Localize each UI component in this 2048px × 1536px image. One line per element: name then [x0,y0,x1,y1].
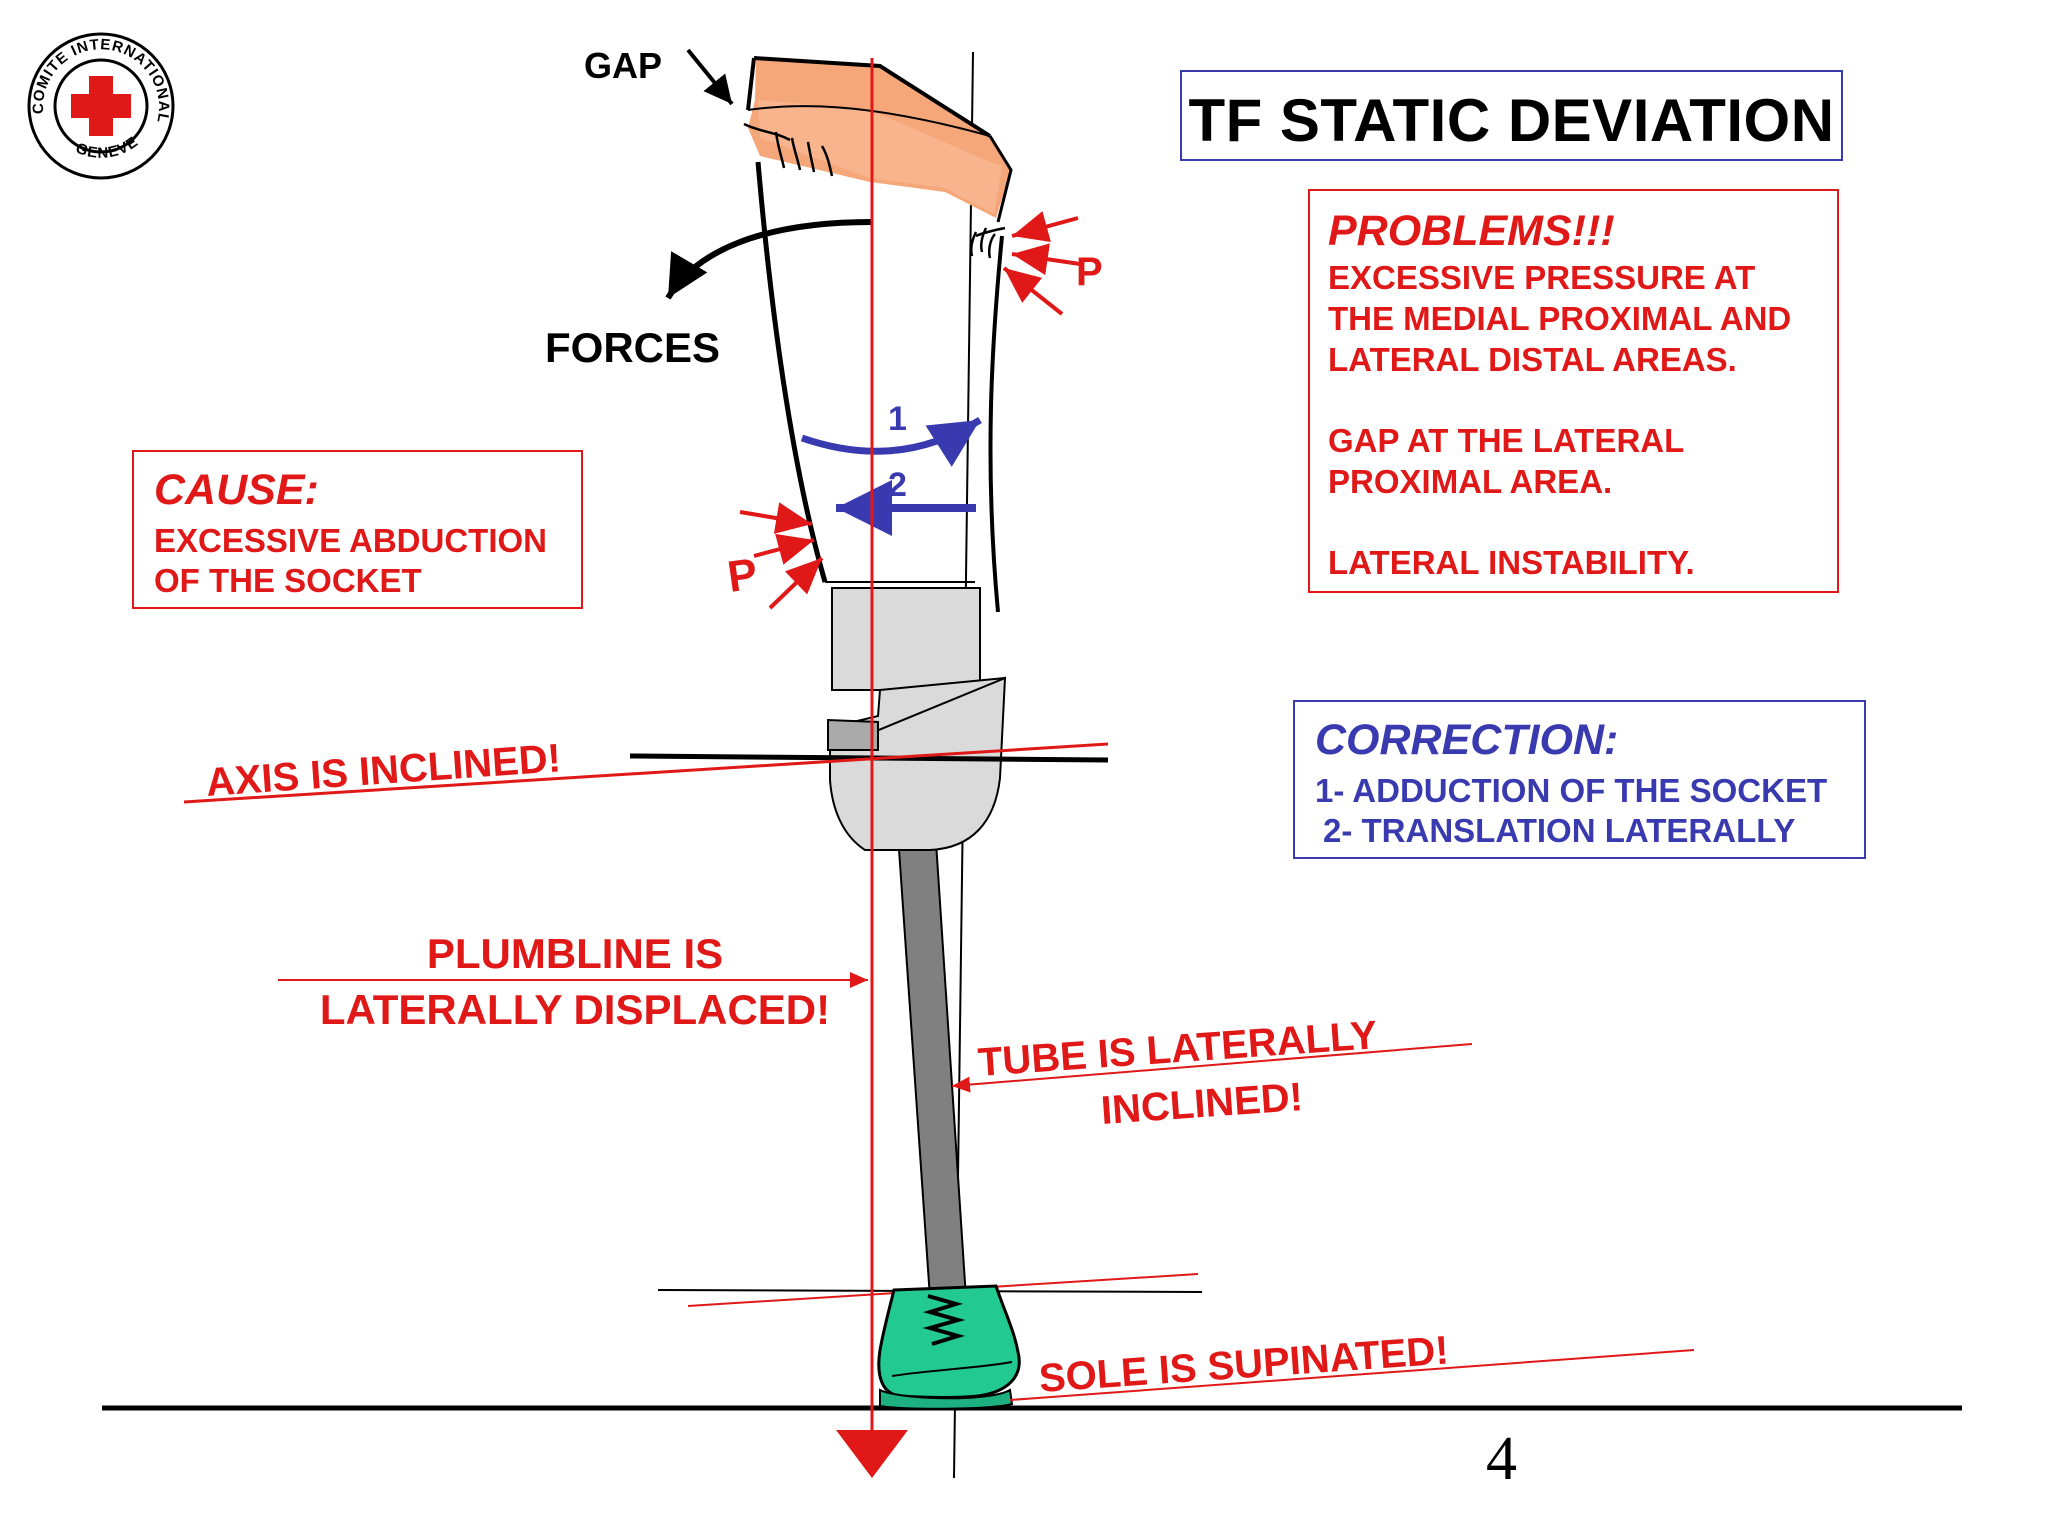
forces-arrow [665,219,873,300]
socket-adapter [831,587,981,691]
socket-wall-right [988,235,1004,613]
forces-label: FORCES [545,324,720,371]
problems-line: EXCESSIVE PRESSURE AT [1328,259,1756,296]
problems-line: THE MEDIAL PROXIMAL AND [1328,300,1792,337]
brim-edge [747,105,991,137]
problems-line: LATERAL DISTAL AREAS. [1328,341,1737,378]
foot-sole [879,1388,1014,1410]
tissue-fold-medial [743,122,834,177]
plumbline-triangle-icon [836,1430,908,1478]
problems-line: PROXIMAL AREA. [1328,463,1613,500]
cause-line: EXCESSIVE ABDUCTION [154,522,548,559]
gap-label: GAP [584,45,662,86]
knee-joint [829,676,1007,851]
laces-icon [922,1294,966,1346]
correction-line: 2- TRANSLATION LATERALLY [1323,812,1796,849]
cause-box: CAUSE: EXCESSIVE ABDUCTION OF THE SOCKET [132,450,583,609]
pressure-label-bottom: P [725,549,761,602]
page-number: 4 [1486,1425,1517,1493]
tissue-fold-lateral [969,226,1006,259]
sole-supinated-label: SOLE IS SUPINATED! [1038,1328,1450,1401]
rotation-label-1: 1 [888,400,907,438]
brim-outline-right [988,135,1013,223]
translation-label-2: 2 [888,466,907,504]
axis-inclined-label: AXIS IS INCLINED! [205,736,563,805]
pressure-arrows-lateral [1002,211,1081,316]
title-box: TF STATIC DEVIATION [1180,70,1843,161]
foot-line [891,1361,1013,1377]
logo: COMITE INTERNATIONAL GENEVE [27,32,175,180]
rotation-arrow-1 [800,417,982,467]
knee-axis-inclined [183,742,1109,804]
pressure-label-top: P [1076,250,1103,294]
socket-brim-highlight [758,100,1002,214]
slide-title: TF STATIC DEVIATION [1188,87,1835,154]
problems-heading: PROBLEMS!!! [1328,207,1615,255]
brim-outline-left [746,57,756,111]
tube-label-line2: INCLINED! [1100,1075,1305,1133]
plumbline-label-line1: PLUMBLINE IS [427,930,723,977]
red-cross-icon [71,76,131,136]
tube-pointer [951,1043,1473,1093]
problems-line: LATERAL INSTABILITY. [1328,544,1695,581]
gap-arrow [686,48,734,106]
correction-heading: CORRECTION: [1315,716,1619,764]
tube-label-line1: TUBE IS LATERALLY [977,1013,1379,1085]
pressure-arrows-medial [739,502,824,610]
brim-outline-top [753,56,992,138]
correction-line: 1- ADDUCTION OF THE SOCKET [1315,772,1828,809]
problems-line: GAP AT THE LATERAL [1328,422,1685,459]
sole-inclination-line [1009,1349,1695,1401]
plumbline-label-line2: LATERALLY DISPLACED! [320,986,830,1033]
cause-heading: CAUSE: [154,466,319,514]
correction-box: CORRECTION: 1- ADDUCTION OF THE SOCKET 2… [1293,700,1866,859]
cause-line: OF THE SOCKET [154,562,422,599]
knee-joint-wedge [827,718,879,751]
problems-box: PROBLEMS!!! EXCESSIVE PRESSURE AT THE ME… [1308,189,1839,593]
